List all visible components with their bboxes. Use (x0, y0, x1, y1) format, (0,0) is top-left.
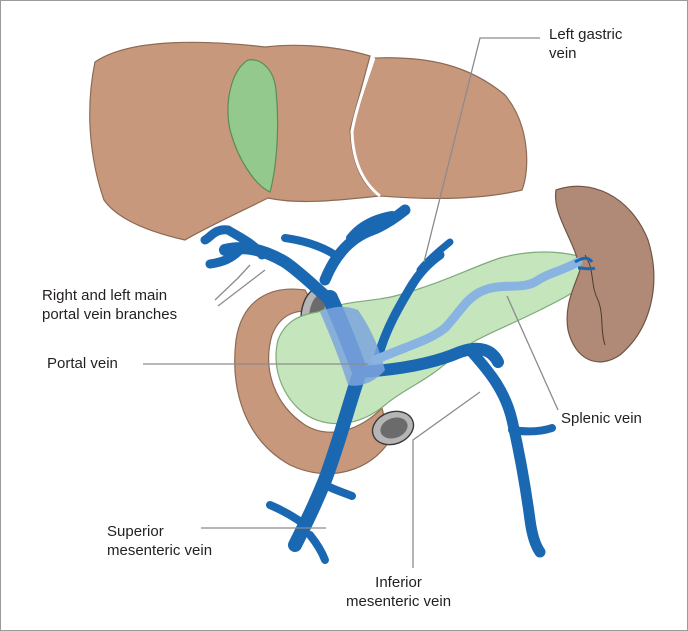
liver-right-part (352, 58, 527, 199)
label-imv-line1: Inferior (346, 573, 451, 592)
smv-branch-lower (310, 535, 325, 560)
leader-inferior-mesenteric (413, 392, 480, 568)
label-superior-mesenteric-vein: Superior mesenteric vein (107, 522, 212, 560)
smv-branch-left (270, 505, 305, 525)
inferior-mesenteric-vein (470, 350, 540, 552)
label-portal-vein-branches: Right and left main portal vein branches (42, 286, 177, 324)
label-portal-vein: Portal vein (47, 354, 118, 373)
label-splenic-vein-text: Splenic vein (561, 409, 642, 428)
label-left-gastric-vein: Left gastric vein (549, 25, 622, 63)
splenic-vein-hilum-2 (578, 268, 595, 269)
label-portal-branches-line1: Right and left main (42, 286, 177, 305)
label-portal-branches-line2: portal vein branches (42, 305, 177, 324)
left-gastric-vein-branch (420, 242, 450, 270)
label-splenic-vein: Splenic vein (561, 409, 642, 428)
left-branch-lower (285, 238, 335, 255)
label-left-gastric-vein-line2: vein (549, 44, 622, 63)
label-left-gastric-vein-line1: Left gastric (549, 25, 622, 44)
liver (90, 42, 527, 240)
label-inferior-mesenteric-vein: Inferior mesenteric vein (346, 573, 451, 611)
label-imv-line2: mesenteric vein (346, 592, 451, 611)
label-portal-vein-text: Portal vein (47, 354, 118, 373)
label-smv-line1: Superior (107, 522, 212, 541)
imv-branch (512, 428, 552, 431)
label-smv-line2: mesenteric vein (107, 541, 212, 560)
smv-branch-right (325, 485, 352, 496)
